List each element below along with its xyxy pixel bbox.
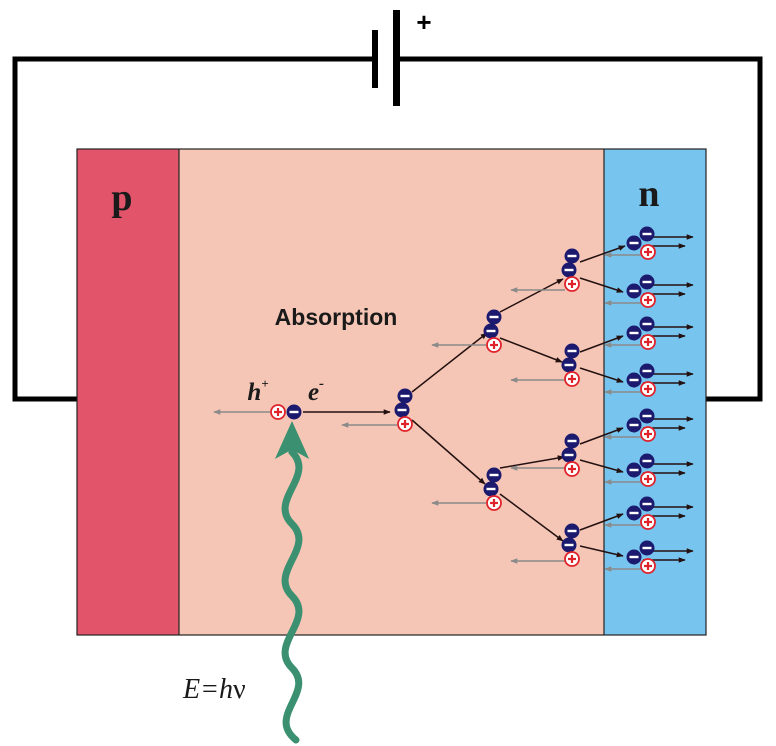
hole-icon	[640, 334, 656, 350]
hole-label: h+	[247, 376, 268, 406]
region-outlines	[76, 148, 707, 636]
electron-icon	[564, 433, 580, 449]
electron-icon	[564, 523, 580, 539]
collected-carrier-group	[604, 226, 694, 260]
electron-icon	[561, 357, 577, 373]
electron-icon	[561, 262, 577, 278]
hole-icon	[640, 381, 656, 397]
electron-icon	[639, 316, 655, 332]
hole-icon	[397, 416, 413, 432]
carrier-stack	[561, 433, 580, 477]
electron-paths	[303, 245, 626, 558]
electron-icon	[639, 226, 655, 242]
hole-icon	[564, 551, 580, 567]
electron-icon	[626, 325, 642, 341]
electron-icon	[626, 417, 642, 433]
hole-icon	[640, 514, 656, 530]
collected-carrier-group	[604, 453, 694, 487]
collected-carriers	[604, 226, 694, 574]
electron-icon	[483, 323, 499, 339]
electron-icon	[561, 537, 577, 553]
collected-carrier-group	[604, 363, 694, 397]
absorption-region	[179, 149, 604, 635]
electron-icon	[483, 481, 499, 497]
electron-icon	[639, 274, 655, 290]
hole-icon	[640, 292, 656, 308]
carrier-stack	[561, 343, 580, 387]
electron-icon	[639, 540, 655, 556]
hole-icon	[486, 495, 502, 511]
p-region-label: p	[111, 177, 132, 219]
electron-icon	[286, 404, 302, 420]
electron-icon	[626, 549, 642, 565]
collected-carrier-group	[604, 496, 694, 530]
carrier-stack	[483, 309, 502, 353]
electron-icon	[639, 363, 655, 379]
electron-label: e-	[308, 376, 324, 406]
hole-icon	[640, 426, 656, 442]
n-region-label: n	[638, 173, 659, 215]
electron-icon	[486, 467, 502, 483]
electron-icon	[397, 388, 413, 404]
electron-icon	[394, 402, 410, 418]
electron-icon	[486, 309, 502, 325]
hole-icon	[486, 337, 502, 353]
absorption-label: Absorption	[275, 304, 398, 330]
hole-icon	[564, 461, 580, 477]
carrier-stack	[394, 388, 413, 432]
circuit-wire	[12, 56, 763, 402]
p-region	[77, 149, 179, 635]
photon-energy-label: E=hν	[182, 674, 246, 705]
collected-carrier-group	[604, 274, 694, 308]
carrier-stack	[561, 248, 580, 292]
electron-icon	[639, 453, 655, 469]
electron-icon	[626, 283, 642, 299]
hole-icon	[564, 371, 580, 387]
collected-carrier-group	[604, 408, 694, 442]
collected-carrier-group	[604, 316, 694, 350]
hole-icon	[270, 404, 286, 420]
carrier-pairs	[270, 248, 580, 567]
electron-icon	[561, 447, 577, 463]
hole-icon	[640, 244, 656, 260]
battery-plus-label: +	[416, 7, 431, 37]
electron-icon	[564, 248, 580, 264]
hole-icon	[564, 276, 580, 292]
electron-icon	[626, 235, 642, 251]
battery-icon	[372, 10, 400, 106]
electron-icon	[639, 408, 655, 424]
carrier-stack	[483, 467, 502, 511]
photon-icon	[274, 421, 310, 744]
electron-icon	[626, 462, 642, 478]
electron-icon	[626, 505, 642, 521]
electron-icon	[639, 496, 655, 512]
electron-icon	[626, 372, 642, 388]
hole-paths	[213, 287, 565, 564]
hole-icon	[640, 558, 656, 574]
collected-carrier-group	[604, 540, 694, 574]
carrier-stack	[561, 523, 580, 567]
electron-icon	[564, 343, 580, 359]
hole-icon	[640, 471, 656, 487]
